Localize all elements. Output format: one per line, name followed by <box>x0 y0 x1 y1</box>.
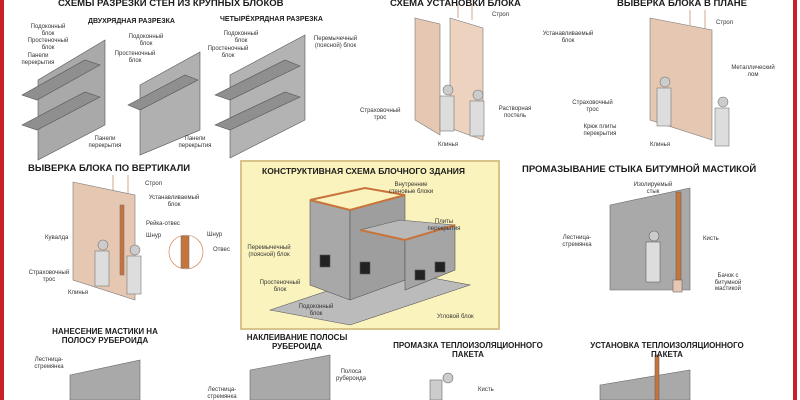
label: Кисть <box>478 387 494 393</box>
label: Строп <box>716 20 734 26</box>
title-apply-mastic: НАНЕСЕНИЕ МАСТИКИ НА ПОЛОСУ РУБЕРОИДА <box>52 327 158 346</box>
label: Страховочный трос <box>360 108 401 121</box>
label: Подоконный блок <box>128 34 164 47</box>
title-glue-roofing-strip: НАКЛЕИВАНИЕ ПОЛОСЫ РУБЕРОИДА <box>246 333 348 352</box>
label: Полоса рубероида <box>336 369 366 382</box>
label: Шнур <box>146 233 162 239</box>
two-row-wall-2 <box>127 51 201 156</box>
title-bitumen-joint: ПРОМАЗЫВАНИЕ СТЫКА БИТУМНОЙ МАСТИКОЙ <box>522 164 757 175</box>
label: Крюк плиты перекрытия <box>583 124 617 137</box>
two-row-wall-1 <box>21 39 106 161</box>
subtitle-four-row: ЧЕТЫРЁХРЯДНАЯ РАЗРЕЗКА <box>220 16 323 23</box>
label: Перемычечный (поясной) блок <box>247 245 291 258</box>
title-block-installation: СХЕМА УСТАНОВКИ БЛОКА <box>390 0 521 9</box>
bottom-walls <box>69 354 691 400</box>
label: Кисть <box>703 236 719 242</box>
label: Подоконный блок <box>30 24 66 37</box>
plan-alignment-block <box>649 10 730 147</box>
label: Простеночный блок <box>114 51 156 64</box>
label: Изолируемый стык <box>633 182 673 195</box>
block-building <box>268 186 472 326</box>
title-install-insulation: УСТАНОВКА ТЕПЛОИЗОЛЯЦИОННОГО ПАКЕТА <box>590 341 744 360</box>
label: Панели перекрытия <box>21 53 55 66</box>
label: Панели перекрытия <box>88 136 122 149</box>
label: Клинья <box>650 142 671 148</box>
label: Устанавливаемый блок <box>542 31 594 44</box>
title-vertical-alignment: ВЫВЕРКА БЛОКА ПО ВЕРТИКАЛИ <box>28 163 191 174</box>
label: Металлический лом <box>731 65 775 78</box>
label: Шнур <box>207 232 223 238</box>
frame-left <box>0 0 4 400</box>
label: Строп <box>145 181 163 187</box>
label: Рейка-отвес <box>146 221 180 227</box>
title-coat-insulation: ПРОМАЗКА ТЕПЛОИЗОЛЯЦИОННОГО ПАКЕТА <box>393 341 543 360</box>
title-plan-alignment: ВЫВЕРКА БЛОКА В ПЛАНЕ <box>617 0 747 9</box>
label: Лестница-стремянка <box>562 235 592 248</box>
label: Плиты перекрытия <box>427 219 461 232</box>
label: Внутренние стеновые блоки <box>388 182 434 195</box>
label: Кувалда <box>45 235 69 241</box>
label: Панели перекрытия <box>178 136 212 149</box>
label: Лестница-стремянка <box>207 387 237 400</box>
label: Простеночный блок <box>27 38 69 51</box>
label: Лестница-стремянка <box>34 357 64 370</box>
installed-blocks <box>414 4 485 141</box>
label: Строп <box>492 12 510 18</box>
label: Страховочный трос <box>572 100 613 113</box>
label: Простеночный блок <box>259 280 301 293</box>
label: Устанавливаемый блок <box>148 195 200 208</box>
label: Клинья <box>68 290 89 296</box>
title-wall-cutting-schemes: СХЕМЫ РАЗРЕЗКИ СТЕН ИЗ КРУПНЫХ БЛОКОВ <box>58 0 284 9</box>
label: Простеночный блок <box>207 46 249 59</box>
vertical-alignment-block <box>72 175 204 301</box>
label: Перемычечный (поясной) блок <box>313 36 358 49</box>
label: Подоконный блок <box>223 31 259 44</box>
label: Растворная постель <box>498 106 532 119</box>
bitumen-wall <box>609 187 691 293</box>
title-block-building-scheme: КОНСТРУКТИВНАЯ СХЕМА БЛОЧНОГО ЗДАНИЯ <box>262 166 465 176</box>
label: Угловой блок <box>437 314 474 320</box>
label: Страховочный трос <box>28 270 70 283</box>
label: Бачок с битумной мастикой <box>714 273 742 293</box>
label: Подоконный блок <box>298 304 334 317</box>
label: Клинья <box>438 142 459 148</box>
frame-right <box>793 0 797 400</box>
four-row-wall <box>214 34 306 159</box>
label: Отвес <box>213 247 230 253</box>
subtitle-two-row: ДВУХРЯДНАЯ РАЗРЕЗКА <box>88 18 175 25</box>
